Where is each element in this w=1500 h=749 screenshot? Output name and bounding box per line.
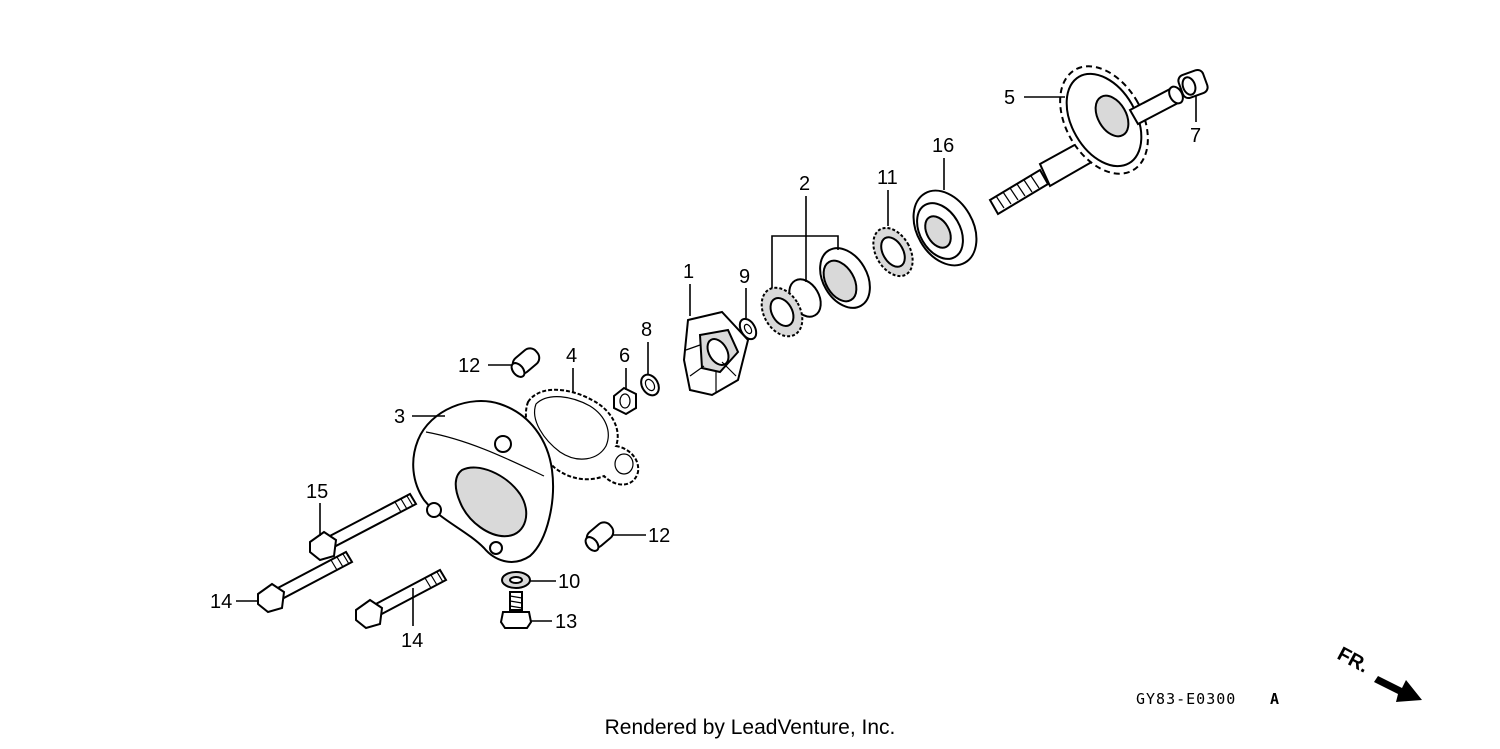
part-14-flange-bolt-right xyxy=(355,568,448,630)
callout-4: 4 xyxy=(566,345,577,367)
footer-credit: Rendered by LeadVenture, Inc. xyxy=(604,716,896,739)
diagram-code-suffix: A xyxy=(1270,690,1280,708)
part-6-nut xyxy=(613,386,637,416)
callout-14-right: 14 xyxy=(401,630,423,652)
part-10-sealing-washer xyxy=(501,571,531,589)
part-3-pump-cover xyxy=(412,400,554,563)
part-14-flange-bolt-left xyxy=(257,550,354,614)
part-11-oil-seal xyxy=(872,226,914,278)
part-7-collar xyxy=(1177,68,1209,100)
part-5-pump-shaft-gear xyxy=(988,65,1184,216)
callout-10: 10 xyxy=(558,571,580,593)
diagram-code: GY83-E0300 xyxy=(1136,690,1236,708)
front-label: FR. xyxy=(1334,643,1373,678)
part-9-washer xyxy=(738,317,758,341)
callout-13: 13 xyxy=(555,611,577,633)
callout-5: 5 xyxy=(1004,87,1015,109)
part-4-gasket xyxy=(524,388,640,486)
callout-8: 8 xyxy=(641,319,652,341)
part-16-ball-bearing xyxy=(912,189,978,267)
callout-12-upper: 12 xyxy=(458,355,480,377)
part-12-dowel-pin-upper xyxy=(510,347,541,378)
callout-12-lower: 12 xyxy=(648,525,670,547)
callout-7: 7 xyxy=(1190,125,1201,147)
callout-2: 2 xyxy=(799,173,810,195)
front-arrow-icon xyxy=(1374,676,1422,702)
part-2-mechanical-seal xyxy=(760,247,871,338)
callout-15: 15 xyxy=(306,481,328,503)
callout-6: 6 xyxy=(619,345,630,367)
leader-lines xyxy=(236,96,1197,626)
part-12-dowel-pin-lower xyxy=(584,521,615,552)
callout-11: 11 xyxy=(877,167,898,189)
part-13-bolt xyxy=(499,591,533,629)
part-1-impeller xyxy=(682,310,750,397)
callout-3: 3 xyxy=(394,406,405,428)
front-direction-indicator: FR. xyxy=(1334,643,1422,702)
part-15-flange-bolt xyxy=(309,492,418,562)
callout-14-left: 14 xyxy=(210,591,232,613)
callout-16: 16 xyxy=(932,135,954,157)
part-8-washer xyxy=(640,373,660,397)
callout-1: 1 xyxy=(683,261,694,283)
callout-9: 9 xyxy=(739,266,750,288)
callout-labels: 5 7 16 11 2 9 1 8 6 4 12 3 15 12 10 13 1… xyxy=(210,87,1201,652)
